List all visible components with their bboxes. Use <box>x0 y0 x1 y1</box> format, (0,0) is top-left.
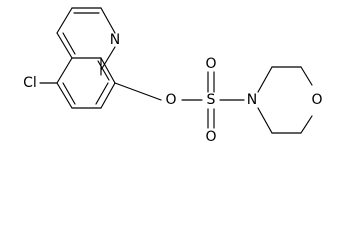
nitrogen-label: N <box>110 32 120 48</box>
bond <box>62 32 76 55</box>
bond <box>100 82 116 109</box>
sulfur-label: S <box>207 92 216 108</box>
sulfonyl-oxygen-bottom-label: O <box>205 129 216 145</box>
benzene-ring <box>56 57 116 109</box>
bond <box>100 46 116 71</box>
bond <box>257 66 273 93</box>
bond <box>56 32 73 59</box>
bond <box>300 66 313 86</box>
bond <box>97 60 110 81</box>
bond <box>257 107 273 134</box>
chemical-structure: N Cl O S O O N O <box>23 7 323 145</box>
c-o-bond <box>114 82 162 101</box>
bond <box>300 115 313 134</box>
morpholine-ring <box>257 66 313 134</box>
morpholine-oxygen-label: O <box>311 92 322 108</box>
sulfonyl-oxygen-top-label: O <box>205 56 216 72</box>
morpholine-nitrogen-label: N <box>247 92 257 108</box>
bond <box>100 57 116 84</box>
bond <box>56 7 73 34</box>
pyridine-ring <box>56 7 116 71</box>
chlorine-label: Cl <box>23 75 37 91</box>
bond <box>62 82 76 105</box>
bond <box>56 57 73 84</box>
bond <box>100 7 116 34</box>
bond <box>56 82 73 109</box>
bond <box>95 82 109 105</box>
ether-oxygen-label: O <box>165 92 176 108</box>
